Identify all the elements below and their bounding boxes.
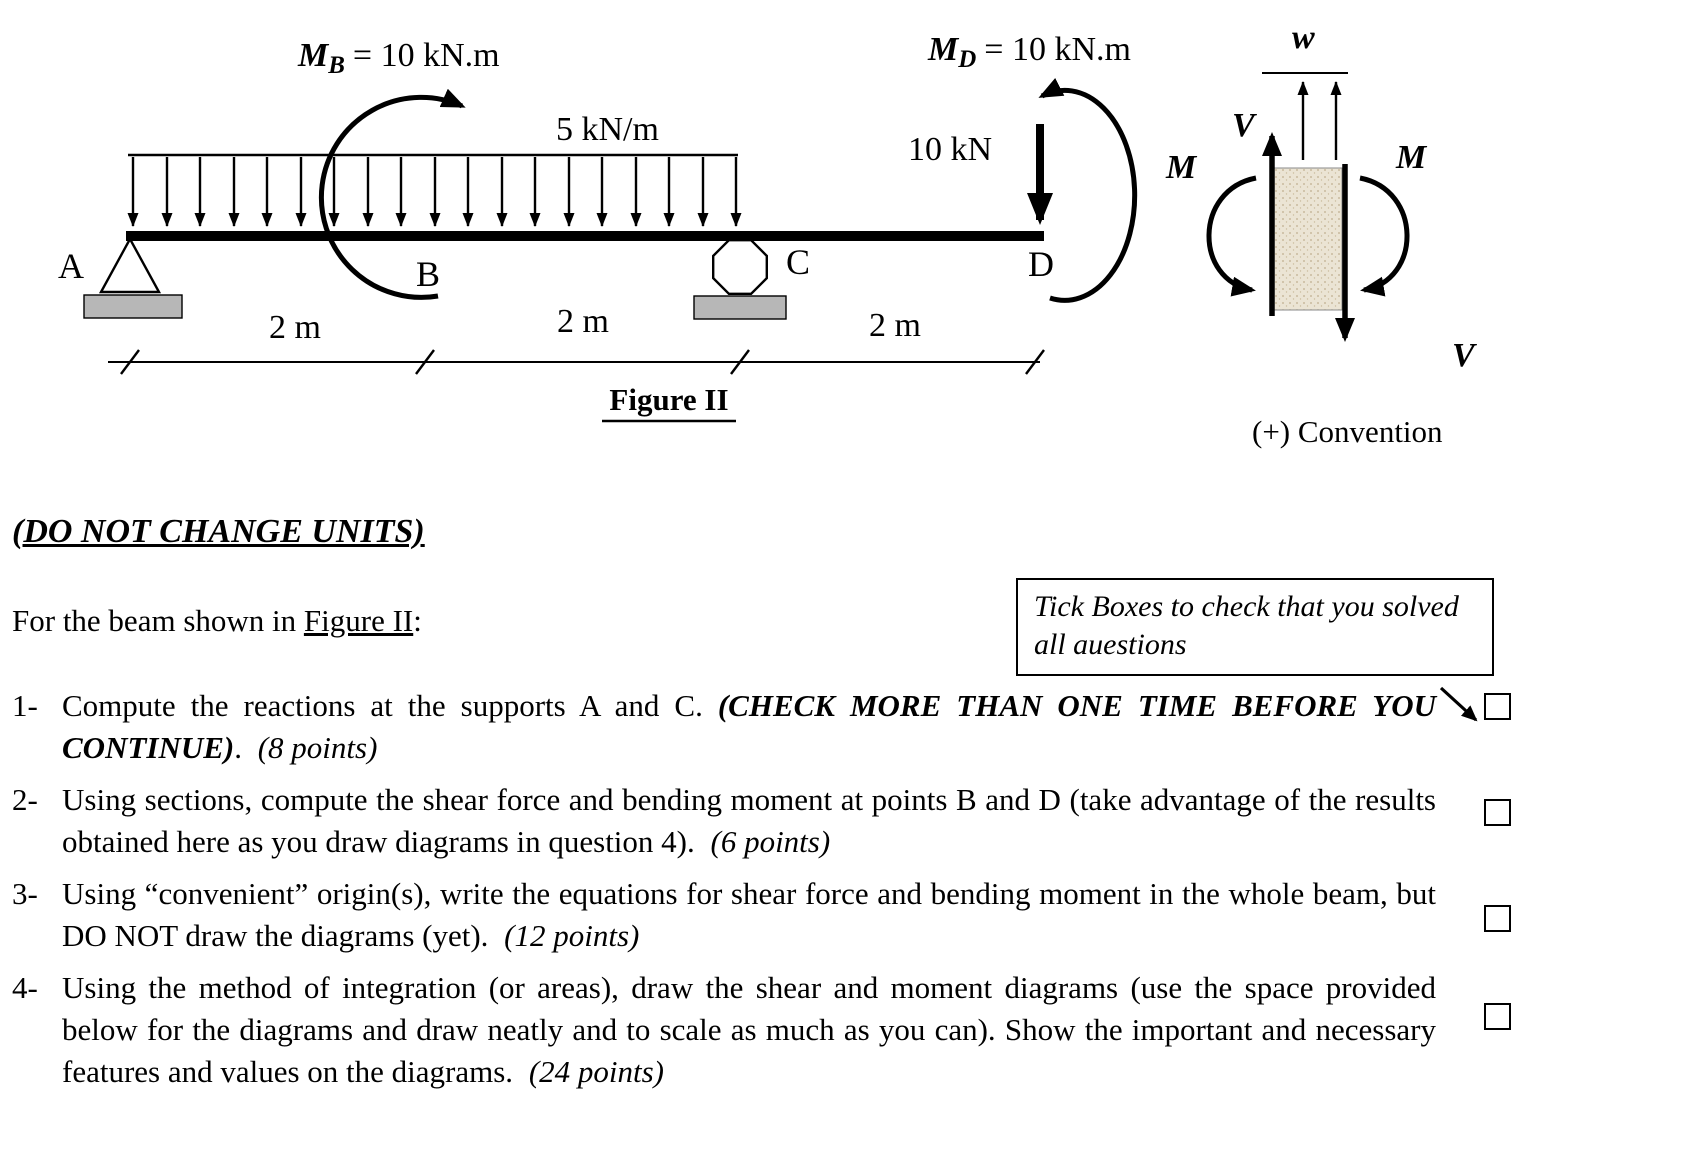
intro-suffix: :: [413, 602, 422, 638]
question-1: 1- Compute the reactions at the supports…: [12, 685, 1706, 769]
distributed-load-arrows: [127, 157, 742, 227]
beam-element: [1273, 167, 1343, 311]
pin-support-triangle: [98, 236, 162, 294]
question-text: Compute the reactions at the supports A …: [62, 687, 1436, 765]
tick-c: [730, 349, 750, 375]
distributed-load-label: 5 kN/m: [556, 111, 659, 148]
question-points: (24 points): [528, 1053, 664, 1089]
question-number: 1-: [12, 687, 38, 723]
beam-labels: MB= 10 kN.m MD= 10 kN.m 5 kN/m 10 kN A B…: [58, 31, 1131, 417]
figure-ii-diagram: MB= 10 kN.m MD= 10 kN.m 5 kN/m 10 kN A B…: [58, 19, 1477, 449]
question-text: Using the method of integration (or area…: [62, 969, 1436, 1089]
question-number: 3-: [12, 875, 38, 911]
moment-b-label: MB= 10 kN.m: [297, 37, 500, 79]
sign-convention-diagram: [1206, 72, 1410, 342]
tick-d: [1025, 349, 1045, 375]
question-emphasis: (CHECK MORE THAN ONE TIME BEFORE YOU CON…: [62, 687, 1436, 765]
question-4-checkbox[interactable]: [1484, 1002, 1511, 1030]
moment-arrow-d: [1038, 77, 1138, 303]
units-warning: (DO NOT CHANGE UNITS): [12, 513, 425, 550]
moment-d-label: MD= 10 kN.m: [927, 31, 1131, 73]
question-number: 4-: [12, 969, 38, 1005]
convention-caption: (+) Convention: [1252, 414, 1443, 449]
question-4: 4- Using the method of integration (or a…: [12, 967, 1706, 1093]
question-text: Using sections, compute the shear force …: [62, 781, 1436, 859]
note-arrow-icon: [1439, 686, 1478, 722]
support-c-base: [693, 295, 787, 320]
dim-ab-label: 2 m: [269, 309, 321, 346]
question-points: (12 points): [504, 917, 640, 953]
distributed-load: [127, 153, 742, 227]
point-load-label: 10 kN: [908, 131, 992, 168]
dim-bc-label: 2 m: [557, 303, 609, 340]
support-c: [693, 238, 787, 320]
content-section: (DO NOT CHANGE UNITS) Tick Boxes to chec…: [0, 512, 1706, 1093]
w-label: w: [1292, 19, 1315, 56]
moment-right-label: M: [1395, 139, 1428, 176]
question-3-checkbox[interactable]: [1484, 904, 1511, 932]
beam-diagram: [83, 77, 1138, 423]
moment-left-label: M: [1165, 149, 1198, 186]
shear-bottom-label: V: [1452, 337, 1477, 374]
w-load-arrows: [1297, 81, 1342, 160]
support-a-base: [83, 294, 183, 319]
question-list: 1- Compute the reactions at the supports…: [12, 685, 1706, 1093]
question-1-checkbox[interactable]: [1484, 692, 1511, 720]
convention-labels: w V M M V (+) Convention: [1165, 19, 1477, 449]
roller-support-octagon: [712, 238, 768, 295]
figure-reference: Figure II: [303, 602, 414, 638]
support-a-label: A: [58, 246, 84, 286]
question-2-checkbox[interactable]: [1484, 798, 1511, 826]
intro-line: For the beam shown in Figure II:: [12, 601, 1706, 641]
tick-a: [120, 349, 140, 375]
tick-b: [415, 349, 435, 375]
dim-cd-label: 2 m: [869, 307, 921, 344]
moment-arrow-right: [1359, 175, 1410, 297]
moment-arrow-b: [318, 88, 466, 300]
question-text: Using “convenient” origin(s), write the …: [62, 875, 1436, 953]
support-a: [83, 236, 183, 319]
figure-caption: Figure II: [609, 382, 728, 417]
tick-note-text: Tick Boxes to check that you solved all …: [1034, 590, 1459, 661]
moment-arrow-left: [1206, 175, 1257, 297]
question-points: (6 points): [710, 823, 831, 859]
question-number: 2-: [12, 781, 38, 817]
intro-prefix: For the beam shown in: [12, 602, 304, 638]
dimension-line: [108, 349, 1045, 375]
point-d-label: D: [1028, 244, 1054, 284]
support-c-label: C: [786, 242, 810, 282]
question-2: 2- Using sections, compute the shear for…: [12, 779, 1706, 863]
question-3: 3- Using “convenient” origin(s), write t…: [12, 873, 1706, 957]
tick-note-box: Tick Boxes to check that you solved all …: [1016, 578, 1494, 676]
shear-left-label: V: [1232, 107, 1257, 144]
question-points: (8 points): [257, 729, 378, 765]
point-b-label: B: [416, 254, 440, 294]
